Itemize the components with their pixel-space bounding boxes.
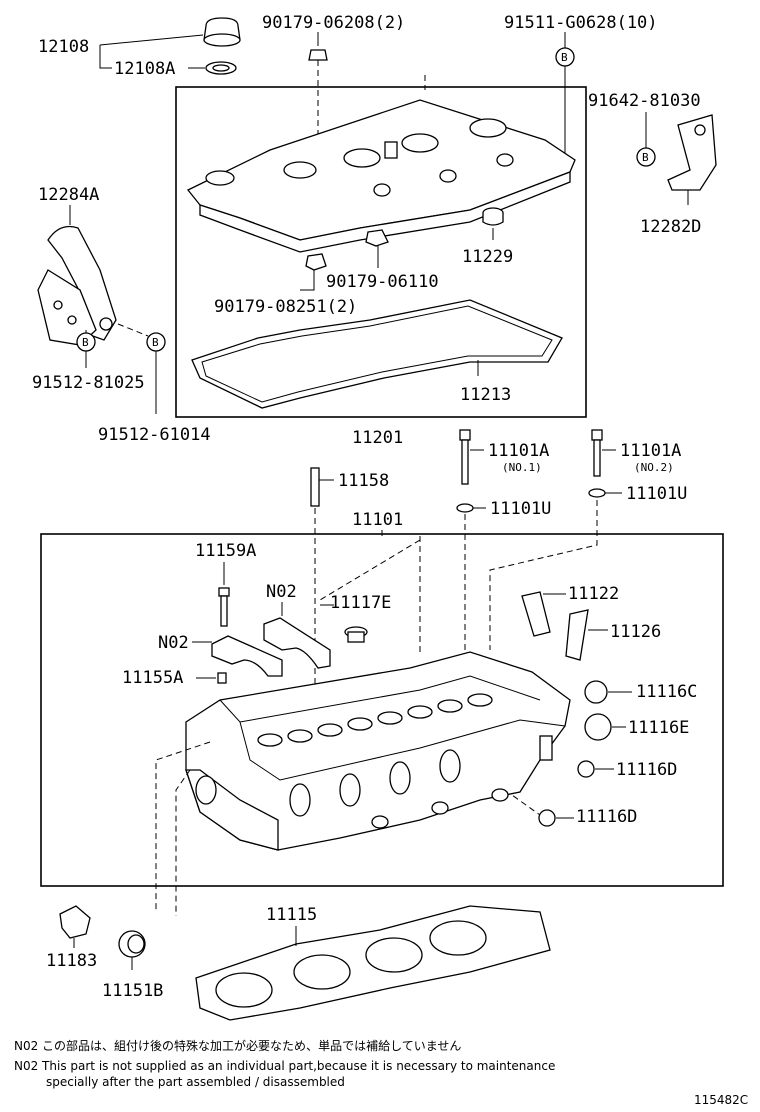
label-90179-06110: 90179-06110	[326, 272, 439, 292]
part-11183-drawing	[59, 905, 91, 939]
label-11101U-1: 11101U	[490, 499, 551, 519]
label-11117E: 11117E	[330, 593, 391, 613]
pin-11155A-drawing	[217, 672, 227, 684]
callout-b-letter-left-1: B	[82, 336, 89, 349]
head-bolt-no1-drawing	[459, 429, 471, 485]
bearing-cap-rear-drawing	[263, 617, 331, 669]
label-11101U-2: 11101U	[626, 484, 687, 504]
label-91511-G0628: 91511-G0628(10)	[504, 13, 658, 33]
label-91512-61014: 91512-61014	[98, 425, 211, 445]
label-11122: 11122	[568, 584, 619, 604]
plug-11117E-drawing	[344, 626, 368, 643]
washer-11101U-1-drawing	[456, 503, 474, 513]
gasket-11229-drawing	[482, 207, 504, 226]
label-11158: 11158	[338, 471, 389, 491]
label-12284A: 12284A	[38, 185, 99, 205]
label-11101: 11101	[352, 510, 403, 530]
label-11101A-no1: 11101A	[488, 441, 549, 461]
label-11229: 11229	[462, 247, 513, 267]
engine-hanger-12282D-drawing	[667, 114, 717, 191]
label-90179-06208: 90179-06208(2)	[262, 13, 405, 33]
callout-b-letter-right: B	[642, 151, 649, 164]
label-11201: 11201	[352, 428, 403, 448]
plug-11116D-2-drawing	[538, 809, 556, 827]
label-12108: 12108	[38, 37, 89, 57]
label-11101A-no2-sub: (NO.2)	[634, 461, 674, 474]
label-91512-81025: 91512-81025	[32, 373, 145, 393]
label-91642-81030: 91642-81030	[588, 91, 701, 111]
cylinder-head-drawing	[185, 651, 571, 851]
clip-90179-08251-drawing	[305, 253, 327, 271]
head-cover-gasket-11213-drawing	[191, 299, 563, 409]
label-12282D: 12282D	[640, 217, 701, 237]
washer-11101U-2-drawing	[588, 488, 606, 498]
valve-guide-11122-drawing	[521, 591, 551, 637]
label-11151B: 11151B	[102, 981, 163, 1001]
label-11183: 11183	[46, 951, 97, 971]
valve-guide-11126-drawing	[565, 609, 589, 661]
plug-11116E-drawing	[584, 713, 612, 741]
label-11159A: 11159A	[195, 541, 256, 561]
note-en-line1: N02 This part is not supplied as an indi…	[14, 1059, 555, 1073]
oil-filler-cap-drawing	[203, 17, 241, 47]
cylinder-head-cover-group-box	[175, 86, 587, 418]
clip-90179-06110-drawing	[365, 229, 389, 247]
head-gasket-11115-drawing	[195, 905, 551, 1021]
label-11101A-no2: 11101A	[620, 441, 681, 461]
label-11116D-2: 11116D	[576, 807, 637, 827]
cylinder-head-cover-drawing	[186, 99, 576, 253]
label-11155A: 11155A	[122, 668, 183, 688]
note-en-line2: specially after the part assembled / dis…	[46, 1075, 345, 1089]
label-11116C: 11116C	[636, 682, 697, 702]
oil-filler-gasket-drawing	[205, 61, 237, 75]
label-90179-08251: 90179-08251(2)	[214, 297, 357, 317]
head-bolt-no2-drawing	[591, 429, 603, 477]
label-11101A-no1-sub: (NO.1)	[502, 461, 542, 474]
label-12108A: 12108A	[114, 59, 175, 79]
stud-11158-drawing	[310, 467, 320, 507]
bolt-11159A-drawing	[218, 587, 230, 627]
nut-90179-06208-drawing	[308, 49, 328, 61]
label-11116D-1: 11116D	[616, 760, 677, 780]
figure-id: 115482C	[694, 1093, 748, 1107]
bearing-cap-front-drawing	[211, 635, 283, 677]
plug-11116C-drawing	[584, 680, 608, 704]
label-N02-a: N02	[266, 582, 297, 602]
seal-11151B-drawing	[118, 930, 146, 958]
label-11126: 11126	[610, 622, 661, 642]
label-11116E: 11116E	[628, 718, 689, 738]
callout-b-letter-left-2: B	[152, 336, 159, 349]
label-11115: 11115	[266, 905, 317, 925]
note-jp: N02 この部品は、組付け後の特殊な加工が必要なため、単品では補給していません	[14, 1038, 461, 1053]
label-11213: 11213	[460, 385, 511, 405]
callout-b-marker-right	[636, 147, 656, 167]
callout-b-letter-top: B	[561, 51, 568, 64]
label-N02-b: N02	[158, 633, 189, 653]
plug-11116D-1-drawing	[577, 760, 595, 778]
